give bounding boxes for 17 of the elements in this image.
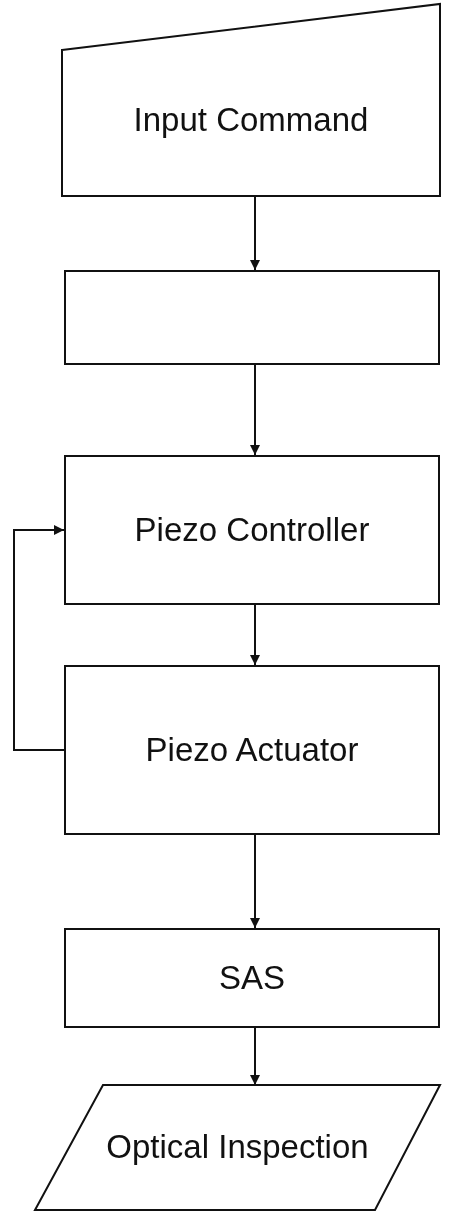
arrow [250, 604, 260, 666]
arrow [250, 1027, 260, 1086]
manual-input-shape [62, 4, 440, 196]
node-label: Piezo Actuator [145, 729, 359, 770]
arrow [13, 525, 65, 751]
arrow [250, 834, 260, 929]
arrow [250, 195, 260, 271]
node-label: SAS [218, 957, 285, 998]
arrow [250, 364, 260, 456]
process-box [64, 665, 440, 835]
node-label: Optical Inspection [106, 1127, 369, 1168]
data-parallelogram [35, 1085, 440, 1210]
process-box [64, 270, 440, 365]
process-box [64, 928, 440, 1028]
process-box [64, 455, 440, 605]
node-label: Piezo Controller [134, 509, 370, 550]
node-label: Input Command [133, 99, 369, 140]
